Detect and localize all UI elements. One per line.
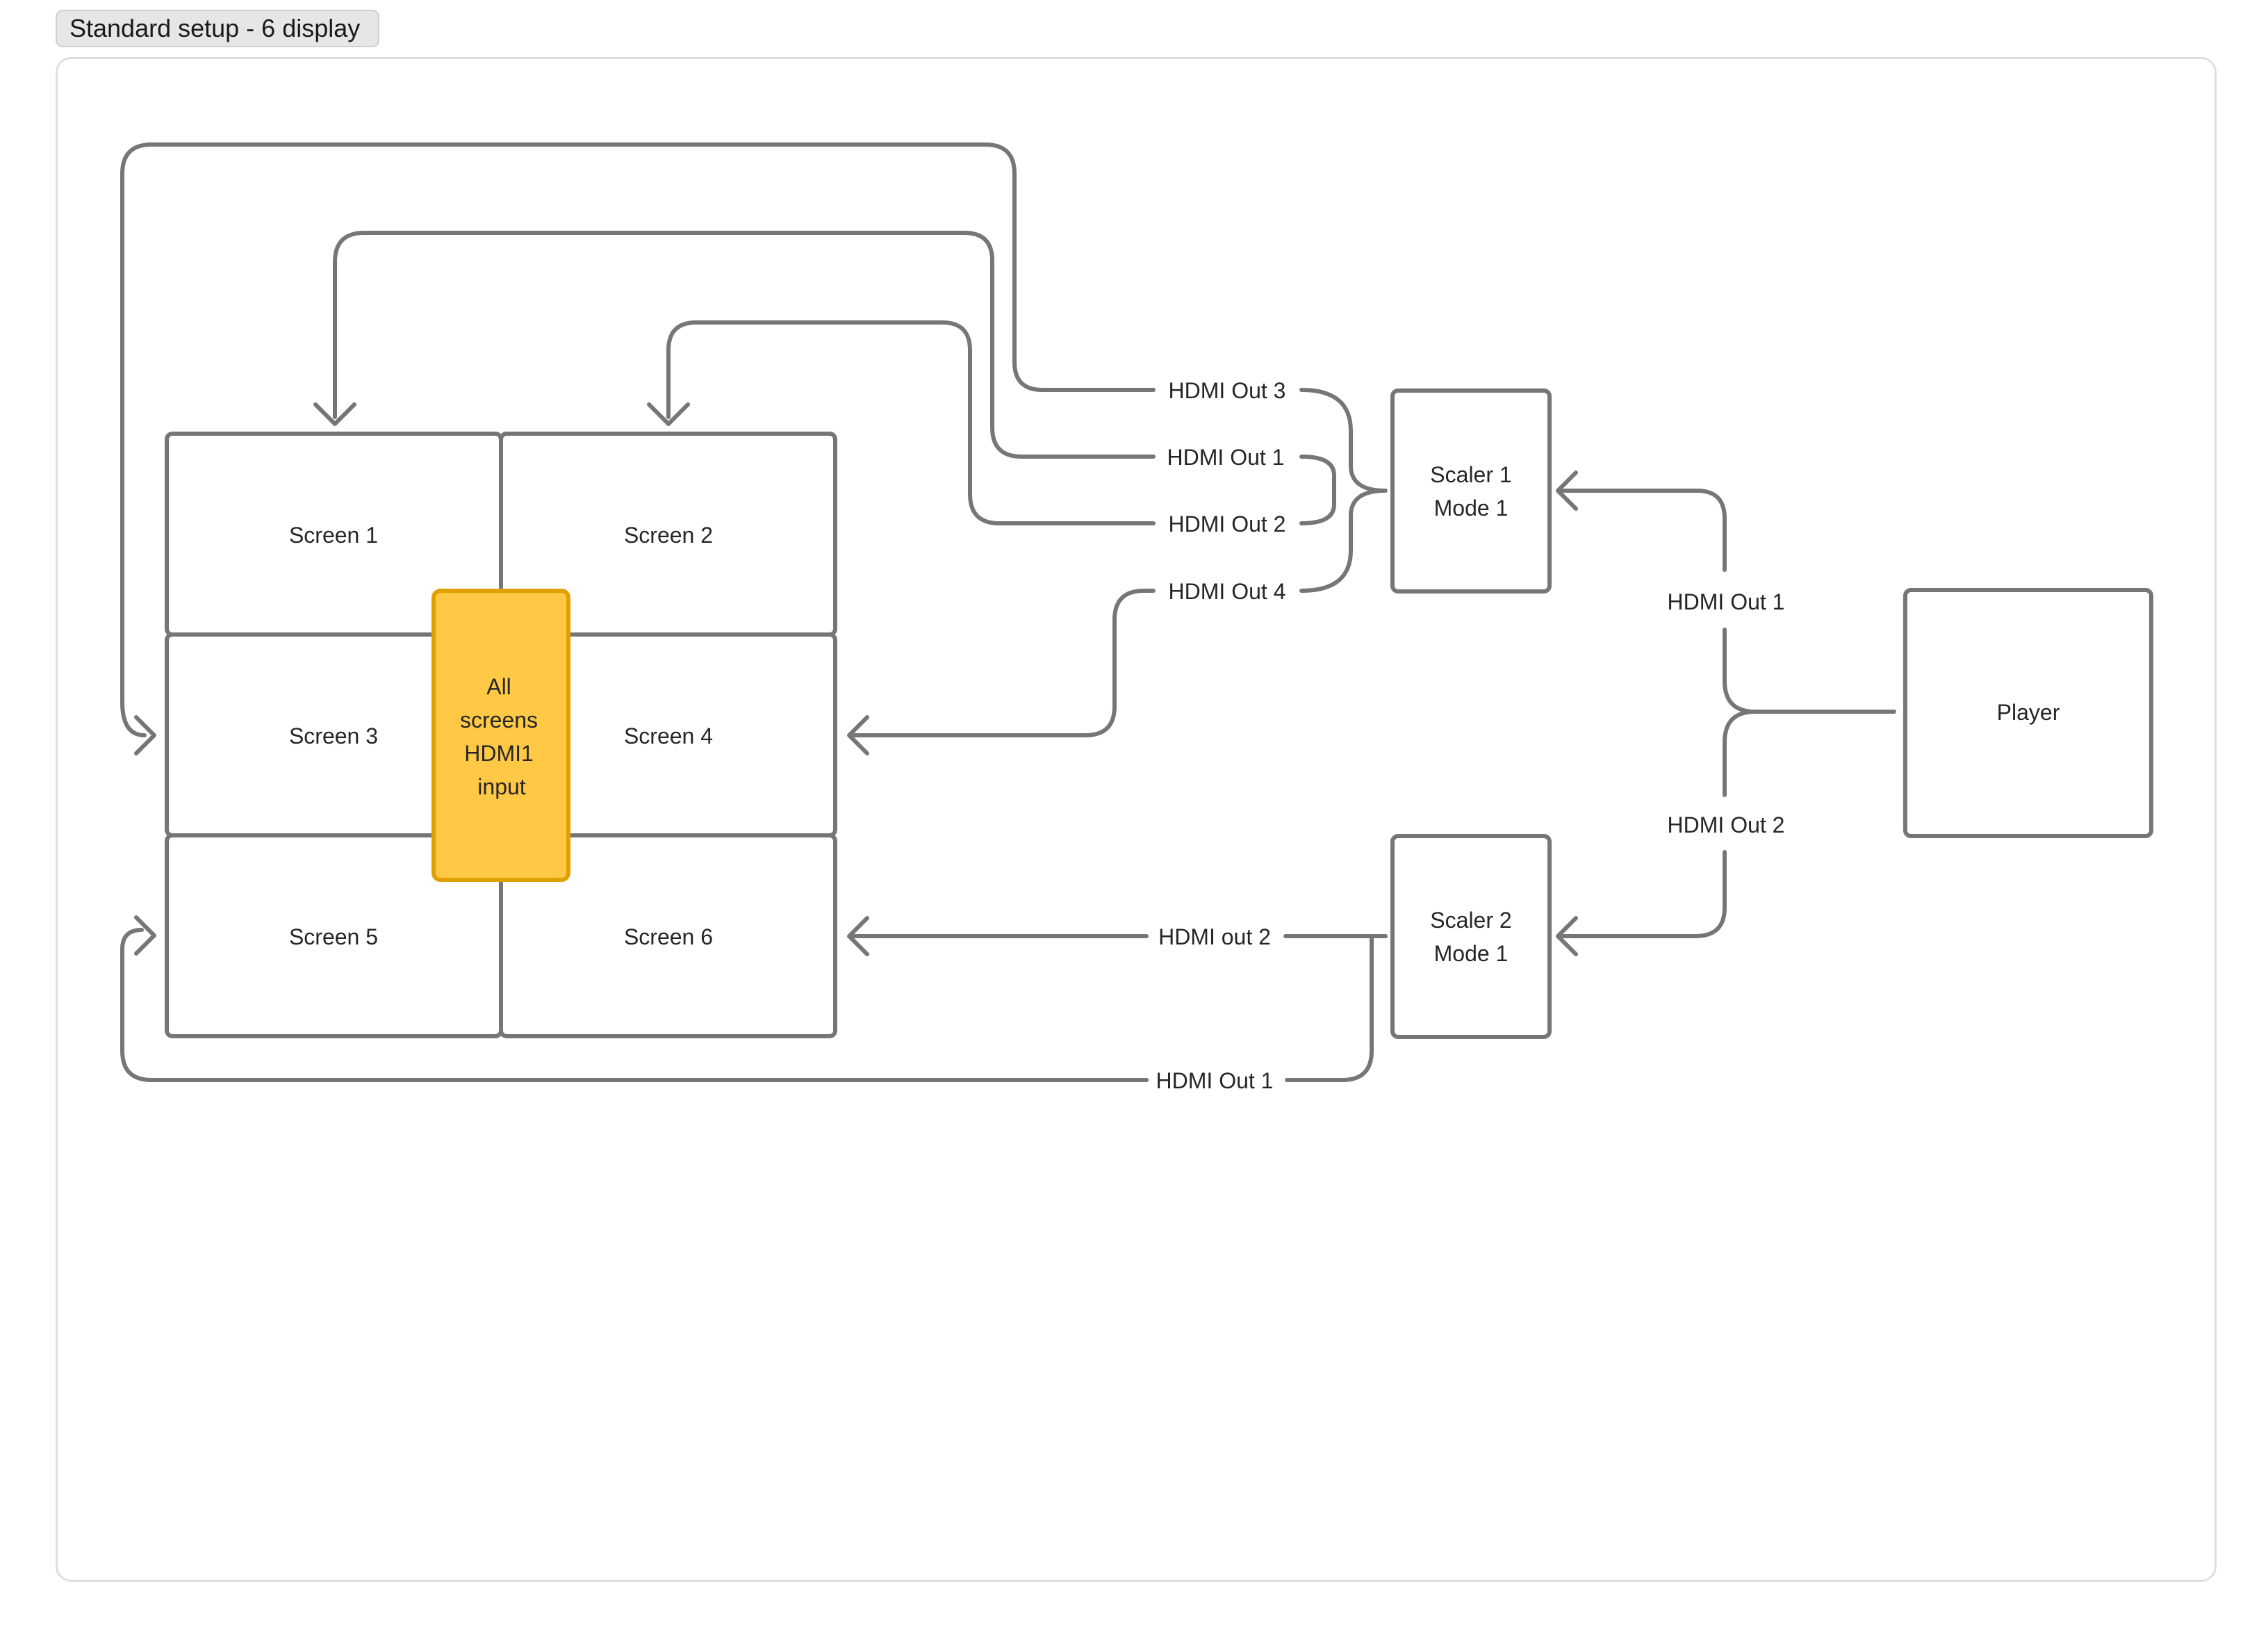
wire-hdmi-out3 xyxy=(120,142,1156,737)
label-scaler1-hdmi-out2: HDMI Out 2 xyxy=(1169,512,1286,537)
video-wall: Screen 1 Screen 2 Screen 3 Screen 4 Scre… xyxy=(165,432,837,1038)
hdmi1-input-note[interactable]: All screens HDMI1 input xyxy=(432,589,570,882)
label-scaler1-hdmi-out3: HDMI Out 3 xyxy=(1169,378,1286,403)
screen-3-label: Screen 3 xyxy=(289,723,378,749)
scaler-1-mode: Mode 1 xyxy=(1434,496,1509,521)
screen-6-label: Screen 6 xyxy=(624,924,713,949)
screen-2-label: Screen 2 xyxy=(624,523,713,548)
wire-hdmi-out2 xyxy=(666,320,1156,525)
player-connections xyxy=(1556,471,1896,956)
wire-hdmi-out1 xyxy=(333,231,1156,459)
player-label: Player xyxy=(1997,700,2060,725)
wire-scaler2-hdmi-out1-left xyxy=(120,928,1149,1082)
scaler-1[interactable]: Scaler 1 Mode 1 xyxy=(1390,388,1552,594)
hdmi1-note-line-1: All xyxy=(486,674,511,699)
label-player-hdmi-out1: HDMI Out 1 xyxy=(1668,589,1785,614)
screen-6[interactable] xyxy=(499,833,837,1038)
screen-4-label: Screen 4 xyxy=(624,723,713,749)
wire-hdmi-out4 xyxy=(850,589,1156,737)
arrowhead-screen3 xyxy=(134,715,156,755)
wire-player-hdmi-out2 xyxy=(1559,850,1727,938)
arrowhead-screen4 xyxy=(847,715,869,755)
hdmi1-input-note-box xyxy=(432,589,570,882)
screen-5-label: Screen 5 xyxy=(289,924,378,949)
scaler-1-box xyxy=(1390,388,1552,594)
arrowhead-screen6 xyxy=(847,916,869,956)
hdmi1-note-line-4: input xyxy=(477,774,526,799)
connection-labels: HDMI Out 3 HDMI Out 1 HDMI Out 2 HDMI Ou… xyxy=(1156,378,1785,1093)
arrowhead-scaler2 xyxy=(1556,916,1578,956)
player[interactable]: Player xyxy=(1903,588,2153,838)
wire-player-hdmi-out1 xyxy=(1559,489,1727,572)
label-scaler2-hdmi-out1: HDMI Out 1 xyxy=(1156,1068,1274,1093)
label-player-hdmi-out2: HDMI Out 2 xyxy=(1668,812,1785,837)
label-scaler2-hdmi-out2: HDMI out 2 xyxy=(1158,924,1271,949)
label-scaler1-hdmi-out4: HDMI Out 4 xyxy=(1169,579,1286,604)
hdmi1-note-line-3: HDMI1 xyxy=(464,741,534,766)
wire-scaler2-hdmi-out1 xyxy=(1285,934,1374,1082)
arrowhead-screen5 xyxy=(134,915,156,956)
scaler1-input-brace xyxy=(1299,388,1388,593)
scaler-2-name: Scaler 2 xyxy=(1430,908,1511,933)
scaler1-arrowheads xyxy=(134,402,869,755)
scaler-1-name: Scaler 1 xyxy=(1430,462,1511,487)
arrowhead-scaler1 xyxy=(1556,471,1578,511)
arrowhead-screen2 xyxy=(647,402,690,426)
scaler2-connections xyxy=(120,915,1388,1082)
hdmi1-note-line-2: screens xyxy=(460,707,538,733)
scaler-2-mode: Mode 1 xyxy=(1434,941,1509,966)
frame-title[interactable]: Standard setup - 6 display xyxy=(56,10,380,47)
scaler-2-box xyxy=(1390,834,1552,1039)
arrowhead-screen1 xyxy=(313,402,356,426)
player-box xyxy=(1903,588,2153,838)
screen-1-label: Screen 1 xyxy=(289,523,378,548)
scaler1-connections xyxy=(120,142,1388,737)
scaler-2[interactable]: Scaler 2 Mode 1 xyxy=(1390,834,1552,1039)
label-scaler1-hdmi-out1: HDMI Out 1 xyxy=(1167,445,1285,470)
wire-player-trunk xyxy=(1723,628,1896,797)
